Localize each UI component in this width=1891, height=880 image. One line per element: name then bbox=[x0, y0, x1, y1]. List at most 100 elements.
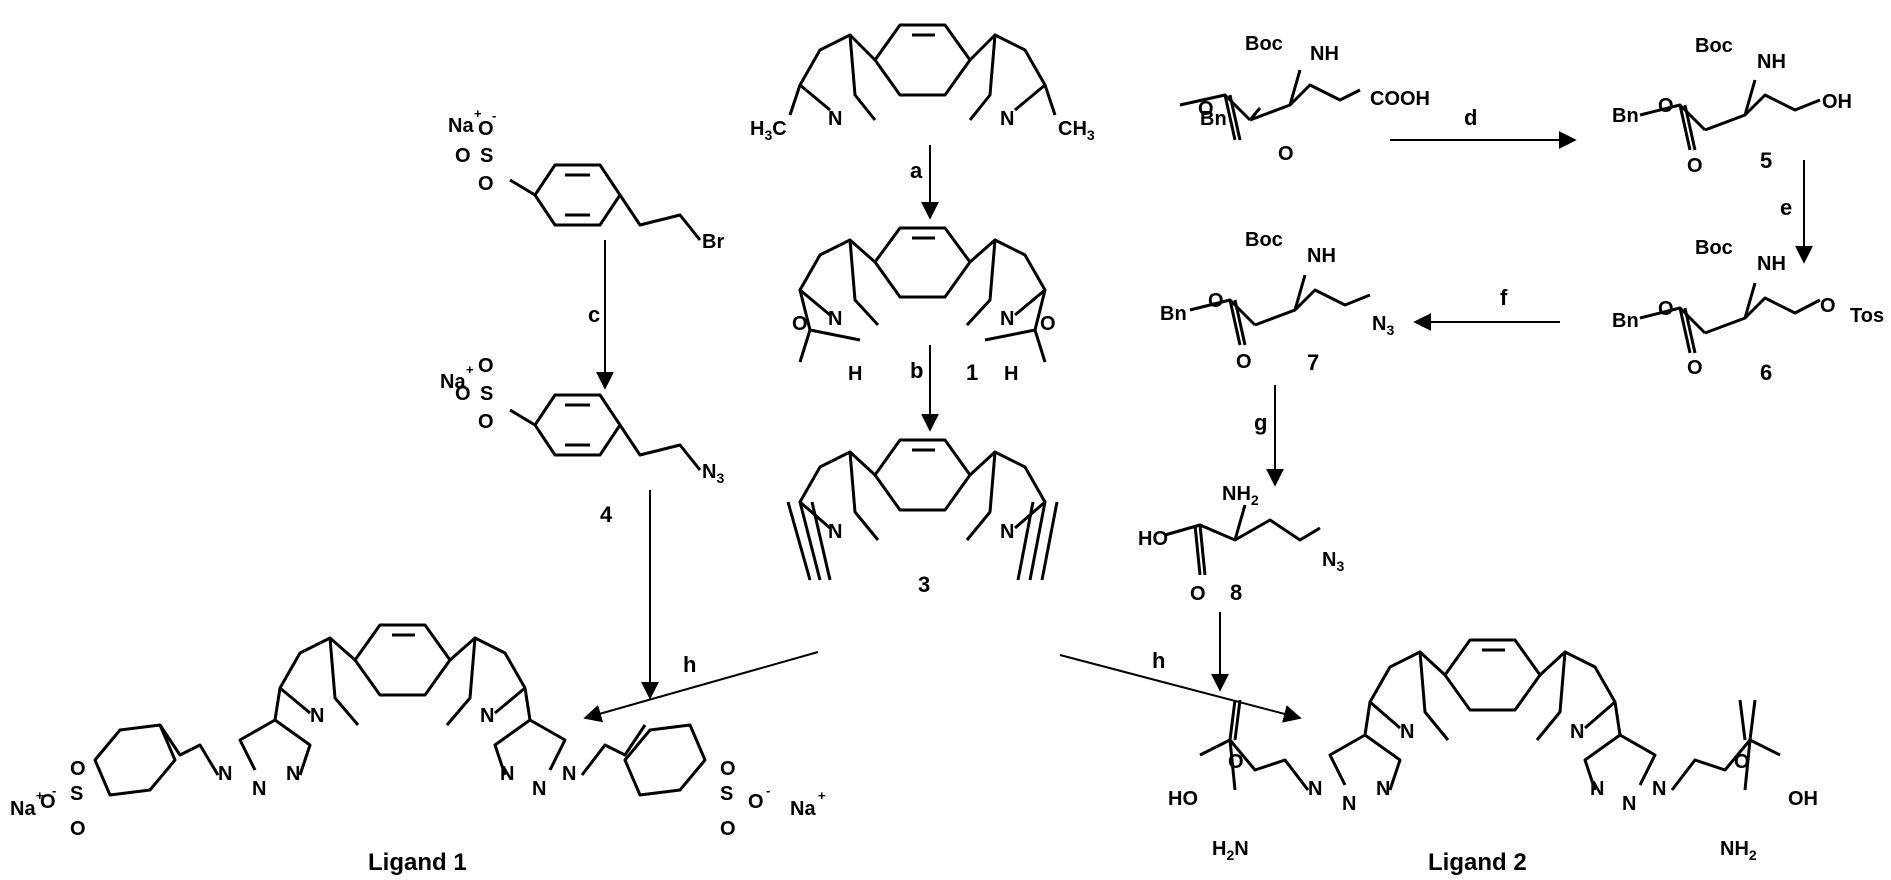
amine-label: NH2 bbox=[1222, 483, 1259, 508]
atom-o: O bbox=[1228, 751, 1244, 773]
amine-label: NH bbox=[1310, 43, 1339, 65]
atom-s: S bbox=[480, 383, 493, 405]
atom-n: N bbox=[828, 521, 842, 543]
sodium-label: Na bbox=[790, 798, 816, 820]
reagent-g-label: g bbox=[1254, 410, 1267, 435]
methyl-label: CH3 bbox=[1058, 118, 1095, 143]
atom-o: O bbox=[1658, 298, 1674, 320]
compound-5-label: 5 bbox=[1760, 148, 1772, 173]
carboxylic-acid-label: COOH bbox=[1370, 88, 1430, 110]
atom-o: O bbox=[1687, 155, 1703, 177]
bromine-label: Br bbox=[702, 231, 724, 253]
atom-o: O bbox=[70, 758, 86, 780]
boc-label: Boc bbox=[1695, 237, 1733, 259]
atom-o: O bbox=[748, 791, 764, 813]
atom-n: N bbox=[1342, 793, 1356, 815]
atom-o: O bbox=[1734, 751, 1750, 773]
atom-n: N bbox=[1400, 721, 1414, 743]
atom-o: O bbox=[1820, 295, 1836, 317]
reagent-h-label: h bbox=[1152, 648, 1165, 673]
atom-n: N bbox=[480, 705, 494, 727]
hydroxyl-label: HO bbox=[1168, 788, 1198, 810]
atom-o: O bbox=[720, 818, 736, 840]
azide-label: N3 bbox=[1372, 313, 1394, 338]
charge-plus: + bbox=[36, 788, 44, 803]
boc-label: Boc bbox=[1245, 33, 1283, 55]
reagent-h-label: h bbox=[683, 652, 696, 677]
compound-1-structure: N N O O H H bbox=[792, 226, 1056, 385]
atom-n: N bbox=[828, 108, 842, 130]
atom-n: N bbox=[828, 308, 842, 330]
atom-h: H bbox=[1004, 363, 1018, 385]
atom-n: N bbox=[532, 778, 546, 800]
atom-o: O bbox=[70, 818, 86, 840]
atom-o: O bbox=[1658, 95, 1674, 117]
amine-label: NH bbox=[1307, 245, 1336, 267]
atom-o: O bbox=[1278, 143, 1294, 165]
hydroxyl-label: OH bbox=[1822, 91, 1852, 113]
compound-4-structure: S O O O Na + N3 bbox=[440, 355, 724, 486]
atom-o: O bbox=[478, 118, 494, 140]
arrow-h-to-ligand1 bbox=[583, 651, 819, 723]
methyl-label: H3C bbox=[750, 118, 787, 143]
arrow-h-to-ligand2 bbox=[1059, 654, 1302, 723]
atom-o: O bbox=[478, 411, 494, 433]
compound-4-label: 4 bbox=[600, 502, 613, 527]
compound-7-label: 7 bbox=[1307, 350, 1319, 375]
charge-plus: + bbox=[466, 362, 474, 377]
charge-plus: + bbox=[818, 788, 826, 803]
atom-n: N bbox=[1570, 721, 1584, 743]
atom-n: N bbox=[1652, 778, 1666, 800]
atom-o: O bbox=[455, 383, 471, 405]
atom-n: N bbox=[1000, 108, 1014, 130]
ligand-1-label: Ligand 1 bbox=[368, 849, 467, 876]
amine-label: H2N bbox=[1212, 838, 1249, 863]
atom-o: O bbox=[720, 758, 736, 780]
compound-7-structure: Bn O O NH Boc N3 bbox=[1160, 229, 1394, 373]
reagent-a-label: a bbox=[910, 158, 923, 183]
compound-6-structure: Bn O O NH Boc O Tos bbox=[1612, 237, 1884, 379]
atom-o: O bbox=[455, 145, 471, 167]
sodium-label: Na bbox=[448, 115, 474, 137]
atom-o: O bbox=[1208, 290, 1224, 312]
atom-o: O bbox=[1236, 351, 1252, 373]
amine-label: NH bbox=[1757, 51, 1786, 73]
reagent-c-label: c bbox=[588, 302, 600, 327]
tosyl-label: Tos bbox=[1850, 305, 1884, 327]
boc-aspartate-structure: O Bn O NH Boc COOH bbox=[1179, 33, 1430, 165]
atom-o: O bbox=[478, 355, 494, 377]
atom-o: O bbox=[1687, 357, 1703, 379]
compound-3-label: 3 bbox=[918, 572, 930, 597]
atom-h: H bbox=[848, 363, 862, 385]
sodium-label: Na bbox=[10, 798, 36, 820]
atom-n: N bbox=[562, 763, 576, 785]
atom-n: N bbox=[1000, 308, 1014, 330]
compound-6-label: 6 bbox=[1760, 360, 1772, 385]
atom-o: O bbox=[1190, 583, 1206, 605]
neocuproine-structure: N N H3C CH3 bbox=[750, 23, 1095, 143]
atom-n: N bbox=[1376, 778, 1390, 800]
compound-3-structure: N N bbox=[786, 438, 1059, 581]
charge-minus: - bbox=[492, 108, 496, 123]
hydroxyl-label: OH bbox=[1788, 788, 1818, 810]
benzyl-label: Bn bbox=[1200, 108, 1227, 130]
reagent-e-label: e bbox=[1780, 195, 1792, 220]
charge-plus: + bbox=[474, 106, 482, 121]
compound-8-label: 8 bbox=[1230, 580, 1242, 605]
atom-n: N bbox=[1590, 778, 1604, 800]
atom-o: O bbox=[478, 173, 494, 195]
atom-n: N bbox=[252, 778, 266, 800]
bromoethyl-sulfonate-structure: S O - O O Na + Br bbox=[448, 106, 724, 253]
atom-s: S bbox=[720, 783, 733, 805]
charge-minus: - bbox=[52, 783, 56, 798]
sodium-label: Na bbox=[440, 371, 466, 393]
atom-s: S bbox=[480, 145, 493, 167]
atom-n: N bbox=[286, 763, 300, 785]
ligand-2-structure: N N N N N N N N HO O H2N OH O NH2 bbox=[1168, 638, 1818, 863]
atom-n: N bbox=[218, 763, 232, 785]
hydroxyl-label: HO bbox=[1138, 528, 1168, 550]
atom-n: N bbox=[1308, 778, 1322, 800]
atom-s: S bbox=[70, 783, 83, 805]
atom-o: O bbox=[1198, 98, 1214, 120]
